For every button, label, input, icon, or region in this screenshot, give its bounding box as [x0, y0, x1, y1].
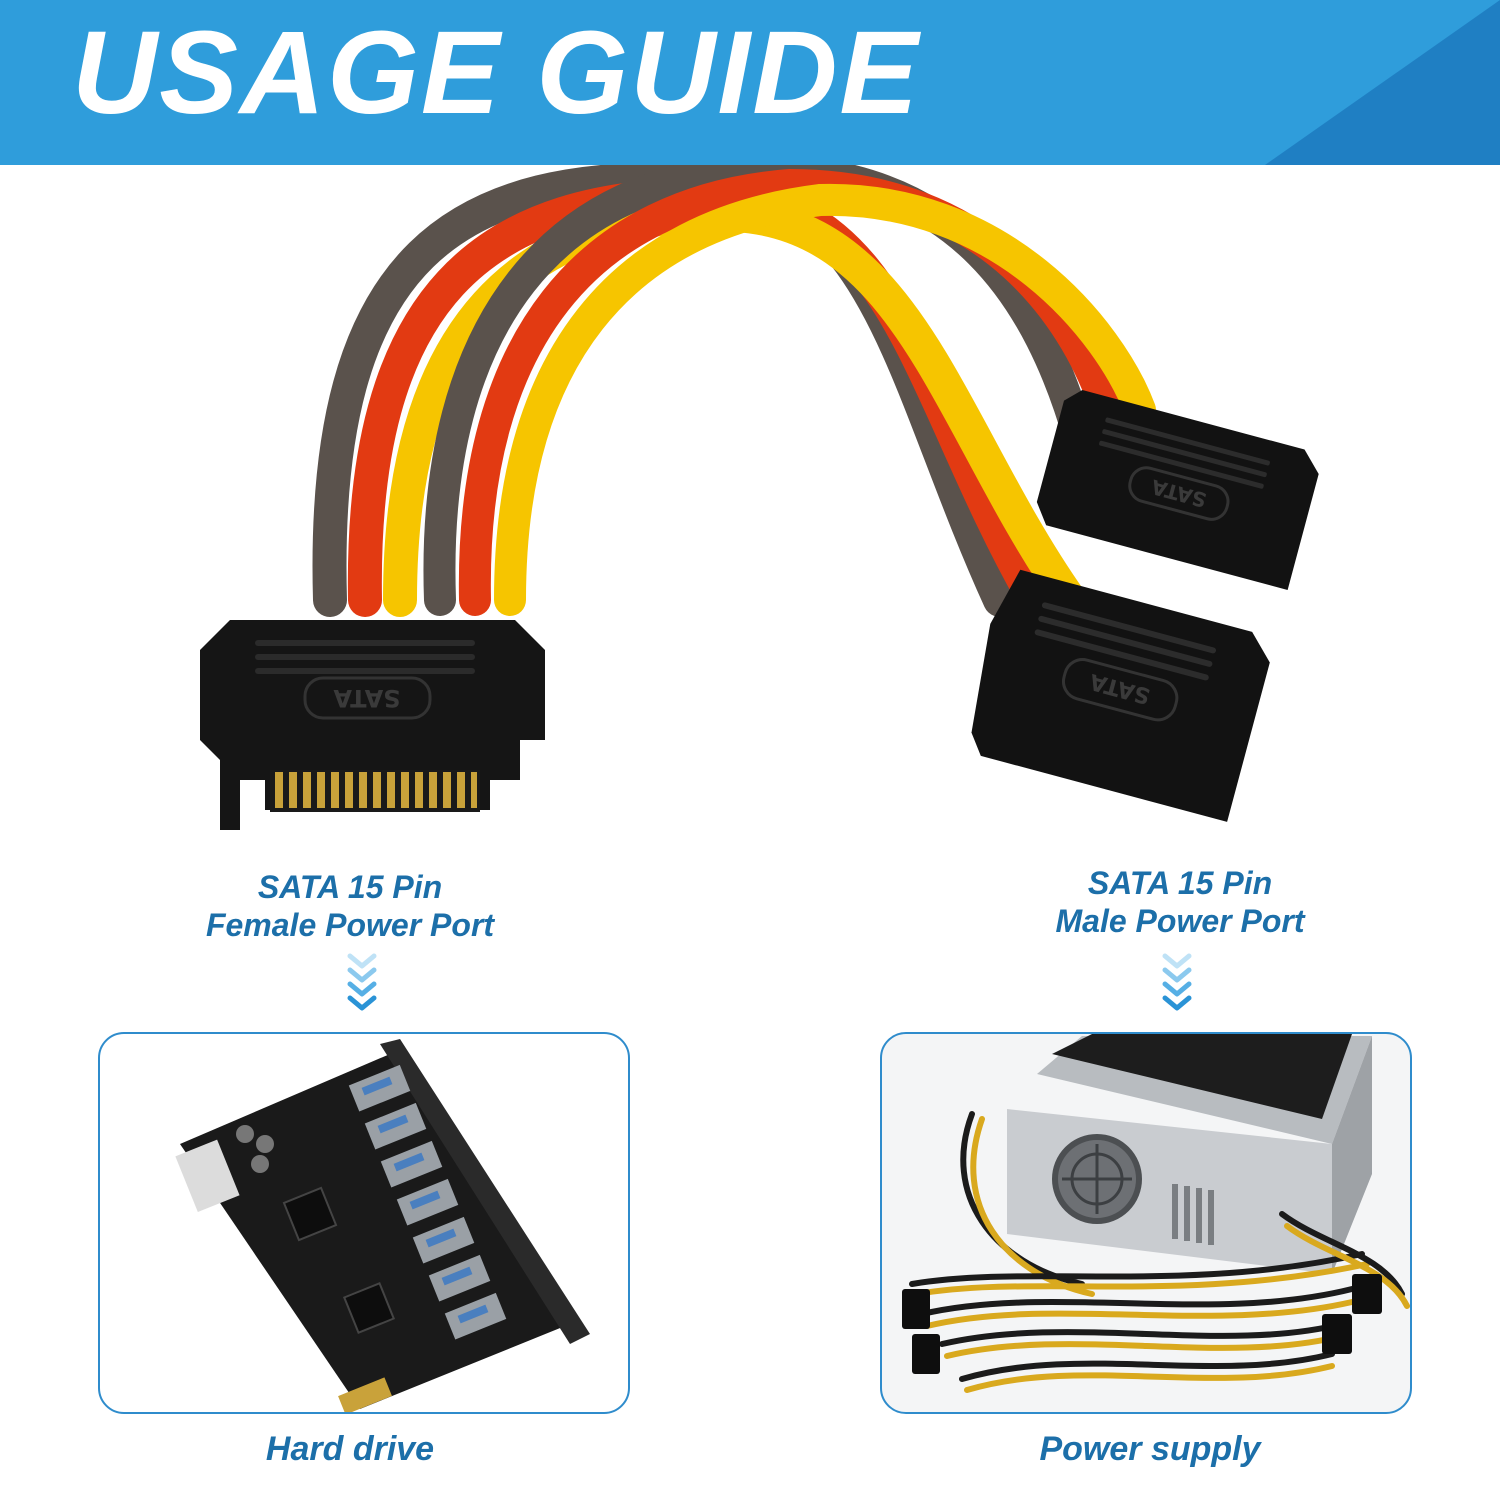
power-supply-unit-image	[902, 1034, 1410, 1393]
caption-line: Male Power Port	[1055, 903, 1305, 939]
male-connector-lower: SATA	[971, 569, 1270, 822]
wire-yellow	[494, 183, 1156, 616]
hard-drive-label: Hard drive	[265, 1430, 435, 1468]
chevron-down-icon	[1162, 953, 1192, 1011]
header-banner: USAGE GUIDE	[0, 0, 1500, 165]
caption-line: Female Power Port	[205, 907, 495, 943]
female-connector: SATA	[200, 620, 545, 830]
wire-black	[423, 165, 1096, 616]
power-supply-image-panel	[880, 1032, 1412, 1414]
hard-drive-image-panel	[98, 1032, 630, 1414]
page-title: USAGE GUIDE	[72, 7, 921, 139]
sata-marking: SATA	[333, 684, 401, 712]
power-supply-label: Power supply	[1039, 1430, 1261, 1468]
banner-corner-accent	[1265, 0, 1500, 165]
male-connector-upper: SATA	[1036, 390, 1319, 590]
caption-line: SATA 15 Pin	[257, 869, 443, 905]
caption-line: SATA 15 Pin	[1087, 865, 1273, 901]
usb-expansion-card-image	[175, 1039, 590, 1412]
female-port-caption: SATA 15 Pin Female Power Port	[150, 868, 550, 944]
chevron-down-icon	[347, 953, 377, 1011]
sata-splitter-cable-illustration: SATA SATA SATA	[200, 165, 1319, 830]
male-port-caption: SATA 15 Pin Male Power Port	[980, 864, 1380, 940]
